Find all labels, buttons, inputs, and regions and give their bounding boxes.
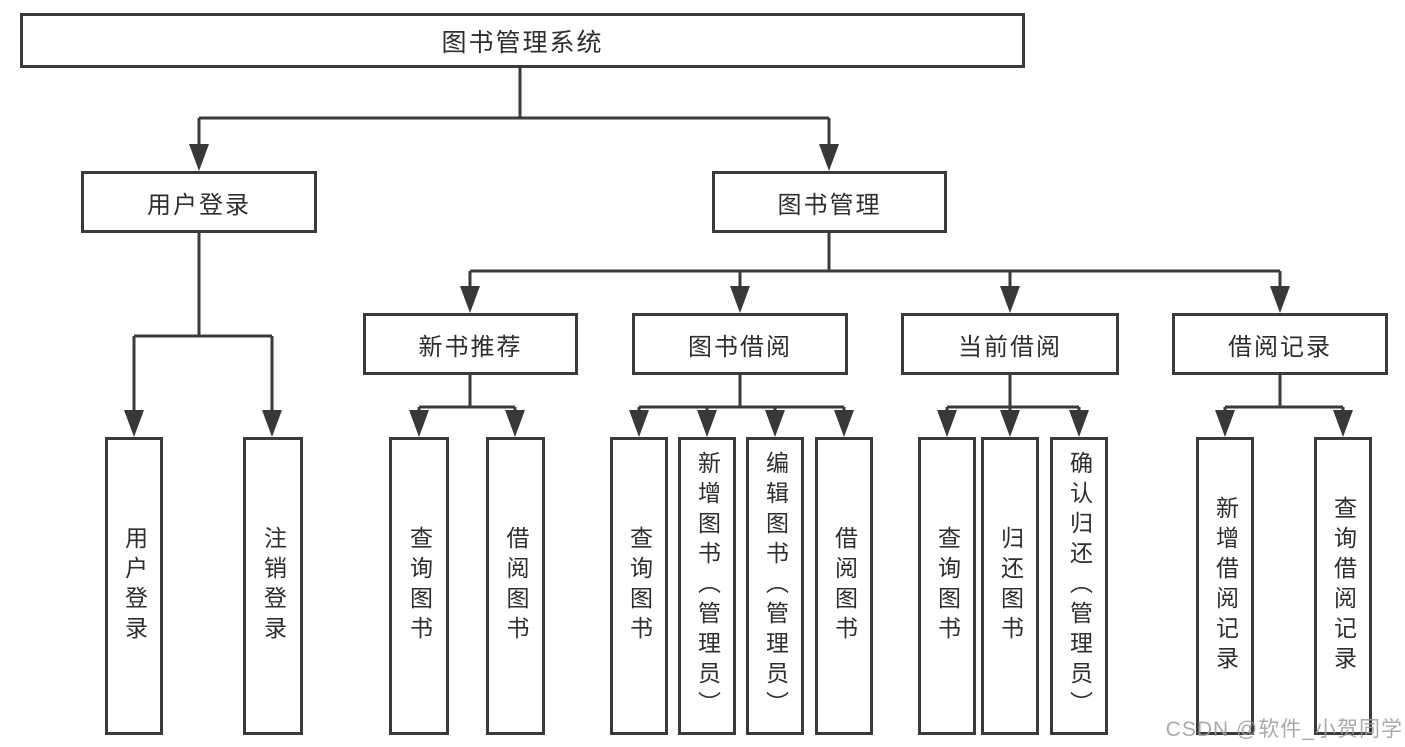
arrowhead-icon <box>262 410 282 437</box>
node-label: 图书管理 <box>777 191 882 219</box>
node-label: 图书借阅 <box>688 333 792 361</box>
arrowhead-icon <box>1000 286 1020 313</box>
leaf-label: 借阅图书 <box>831 526 858 646</box>
connector-newbook-to-leaves <box>417 375 517 416</box>
arrowhead-icon <box>1069 410 1089 437</box>
node-current-borrowing: 当前借阅 <box>901 313 1119 375</box>
leaf-borrow-borrow-books: 借阅图书 <box>815 437 873 735</box>
arrowhead-icon <box>1270 286 1290 313</box>
leaf-label: 查询图书 <box>626 526 653 646</box>
node-borrowing-records: 借阅记录 <box>1172 313 1388 375</box>
leaf-label: 归还图书 <box>997 526 1024 646</box>
arrowhead-icon <box>937 410 957 437</box>
leaf-label: 新增借阅记录 <box>1212 496 1239 676</box>
node-label: 借阅记录 <box>1228 333 1332 361</box>
arrowhead-icon <box>189 144 209 171</box>
arrowhead-icon <box>697 410 717 437</box>
arrowhead-icon <box>409 410 429 437</box>
leaf-label: 新增图书（管理员） <box>694 451 721 721</box>
node-label: 图书管理系统 <box>441 28 604 57</box>
connector-userlogin-to-leaves <box>132 233 274 416</box>
node-root-library-system: 图书管理系统 <box>20 13 1025 68</box>
leaf-label: 确认归还（管理员） <box>1066 451 1093 721</box>
leaf-current-return-books: 归还图书 <box>981 437 1039 735</box>
arrowhead-icon <box>460 286 480 313</box>
arrowhead-icon <box>1333 410 1353 437</box>
leaf-borrow-add-books-admin: 新增图书（管理员） <box>678 437 736 735</box>
node-label: 新书推荐 <box>418 333 523 361</box>
leaf-borrow-edit-books-admin: 编辑图书（管理员） <box>746 437 804 735</box>
leaf-record-add-borrow-record: 新增借阅记录 <box>1196 437 1254 735</box>
leaf-current-confirm-return-admin: 确认归还（管理员） <box>1050 437 1108 735</box>
arrowhead-icon <box>730 286 750 313</box>
node-book-management: 图书管理 <box>712 171 947 233</box>
node-label: 当前借阅 <box>958 333 1062 361</box>
leaf-label: 查询图书 <box>934 526 961 646</box>
leaf-record-query-borrow-record: 查询借阅记录 <box>1314 437 1372 735</box>
node-book-borrowing: 图书借阅 <box>632 313 848 375</box>
arrowhead-icon <box>1215 410 1235 437</box>
arrowhead-icon <box>124 410 144 437</box>
connector-bookmgmt-to-level3 <box>468 233 1282 292</box>
arrowhead-icon <box>1000 410 1020 437</box>
arrowhead-icon <box>765 410 785 437</box>
leaf-label: 查询图书 <box>406 526 433 646</box>
leaf-label: 借阅图书 <box>503 526 529 646</box>
node-user-login: 用户登录 <box>81 171 317 233</box>
leaf-label: 编辑图书（管理员） <box>762 451 789 721</box>
leaf-logout: 注销登录 <box>243 437 303 735</box>
arrowhead-icon <box>505 410 525 437</box>
node-label: 用户登录 <box>147 191 251 219</box>
arrowhead-icon <box>834 410 854 437</box>
connector-borrowrecord-to-leaves <box>1223 375 1345 416</box>
leaf-newbook-query-books: 查询图书 <box>389 437 449 735</box>
leaf-label: 查询借阅记录 <box>1330 496 1357 676</box>
connector-bookborrow-to-leaves <box>637 375 846 416</box>
csdn-watermark: CSDN @软件_小贺同学 <box>1165 718 1403 741</box>
arrowhead-icon <box>629 410 649 437</box>
leaf-label: 注销登录 <box>260 526 287 646</box>
connector-root-to-level2 <box>197 68 831 150</box>
connector-currentborrow-to-leaves <box>945 375 1081 416</box>
leaf-label: 用户登录 <box>121 526 148 646</box>
arrowhead-icon <box>819 144 839 171</box>
leaf-newbook-borrow-books: 借阅图书 <box>486 437 545 735</box>
node-new-book-recommendation: 新书推荐 <box>363 313 578 375</box>
leaf-borrow-query-books: 查询图书 <box>610 437 668 735</box>
leaf-user-login: 用户登录 <box>105 437 163 735</box>
leaf-current-query-books: 查询图书 <box>918 437 976 735</box>
